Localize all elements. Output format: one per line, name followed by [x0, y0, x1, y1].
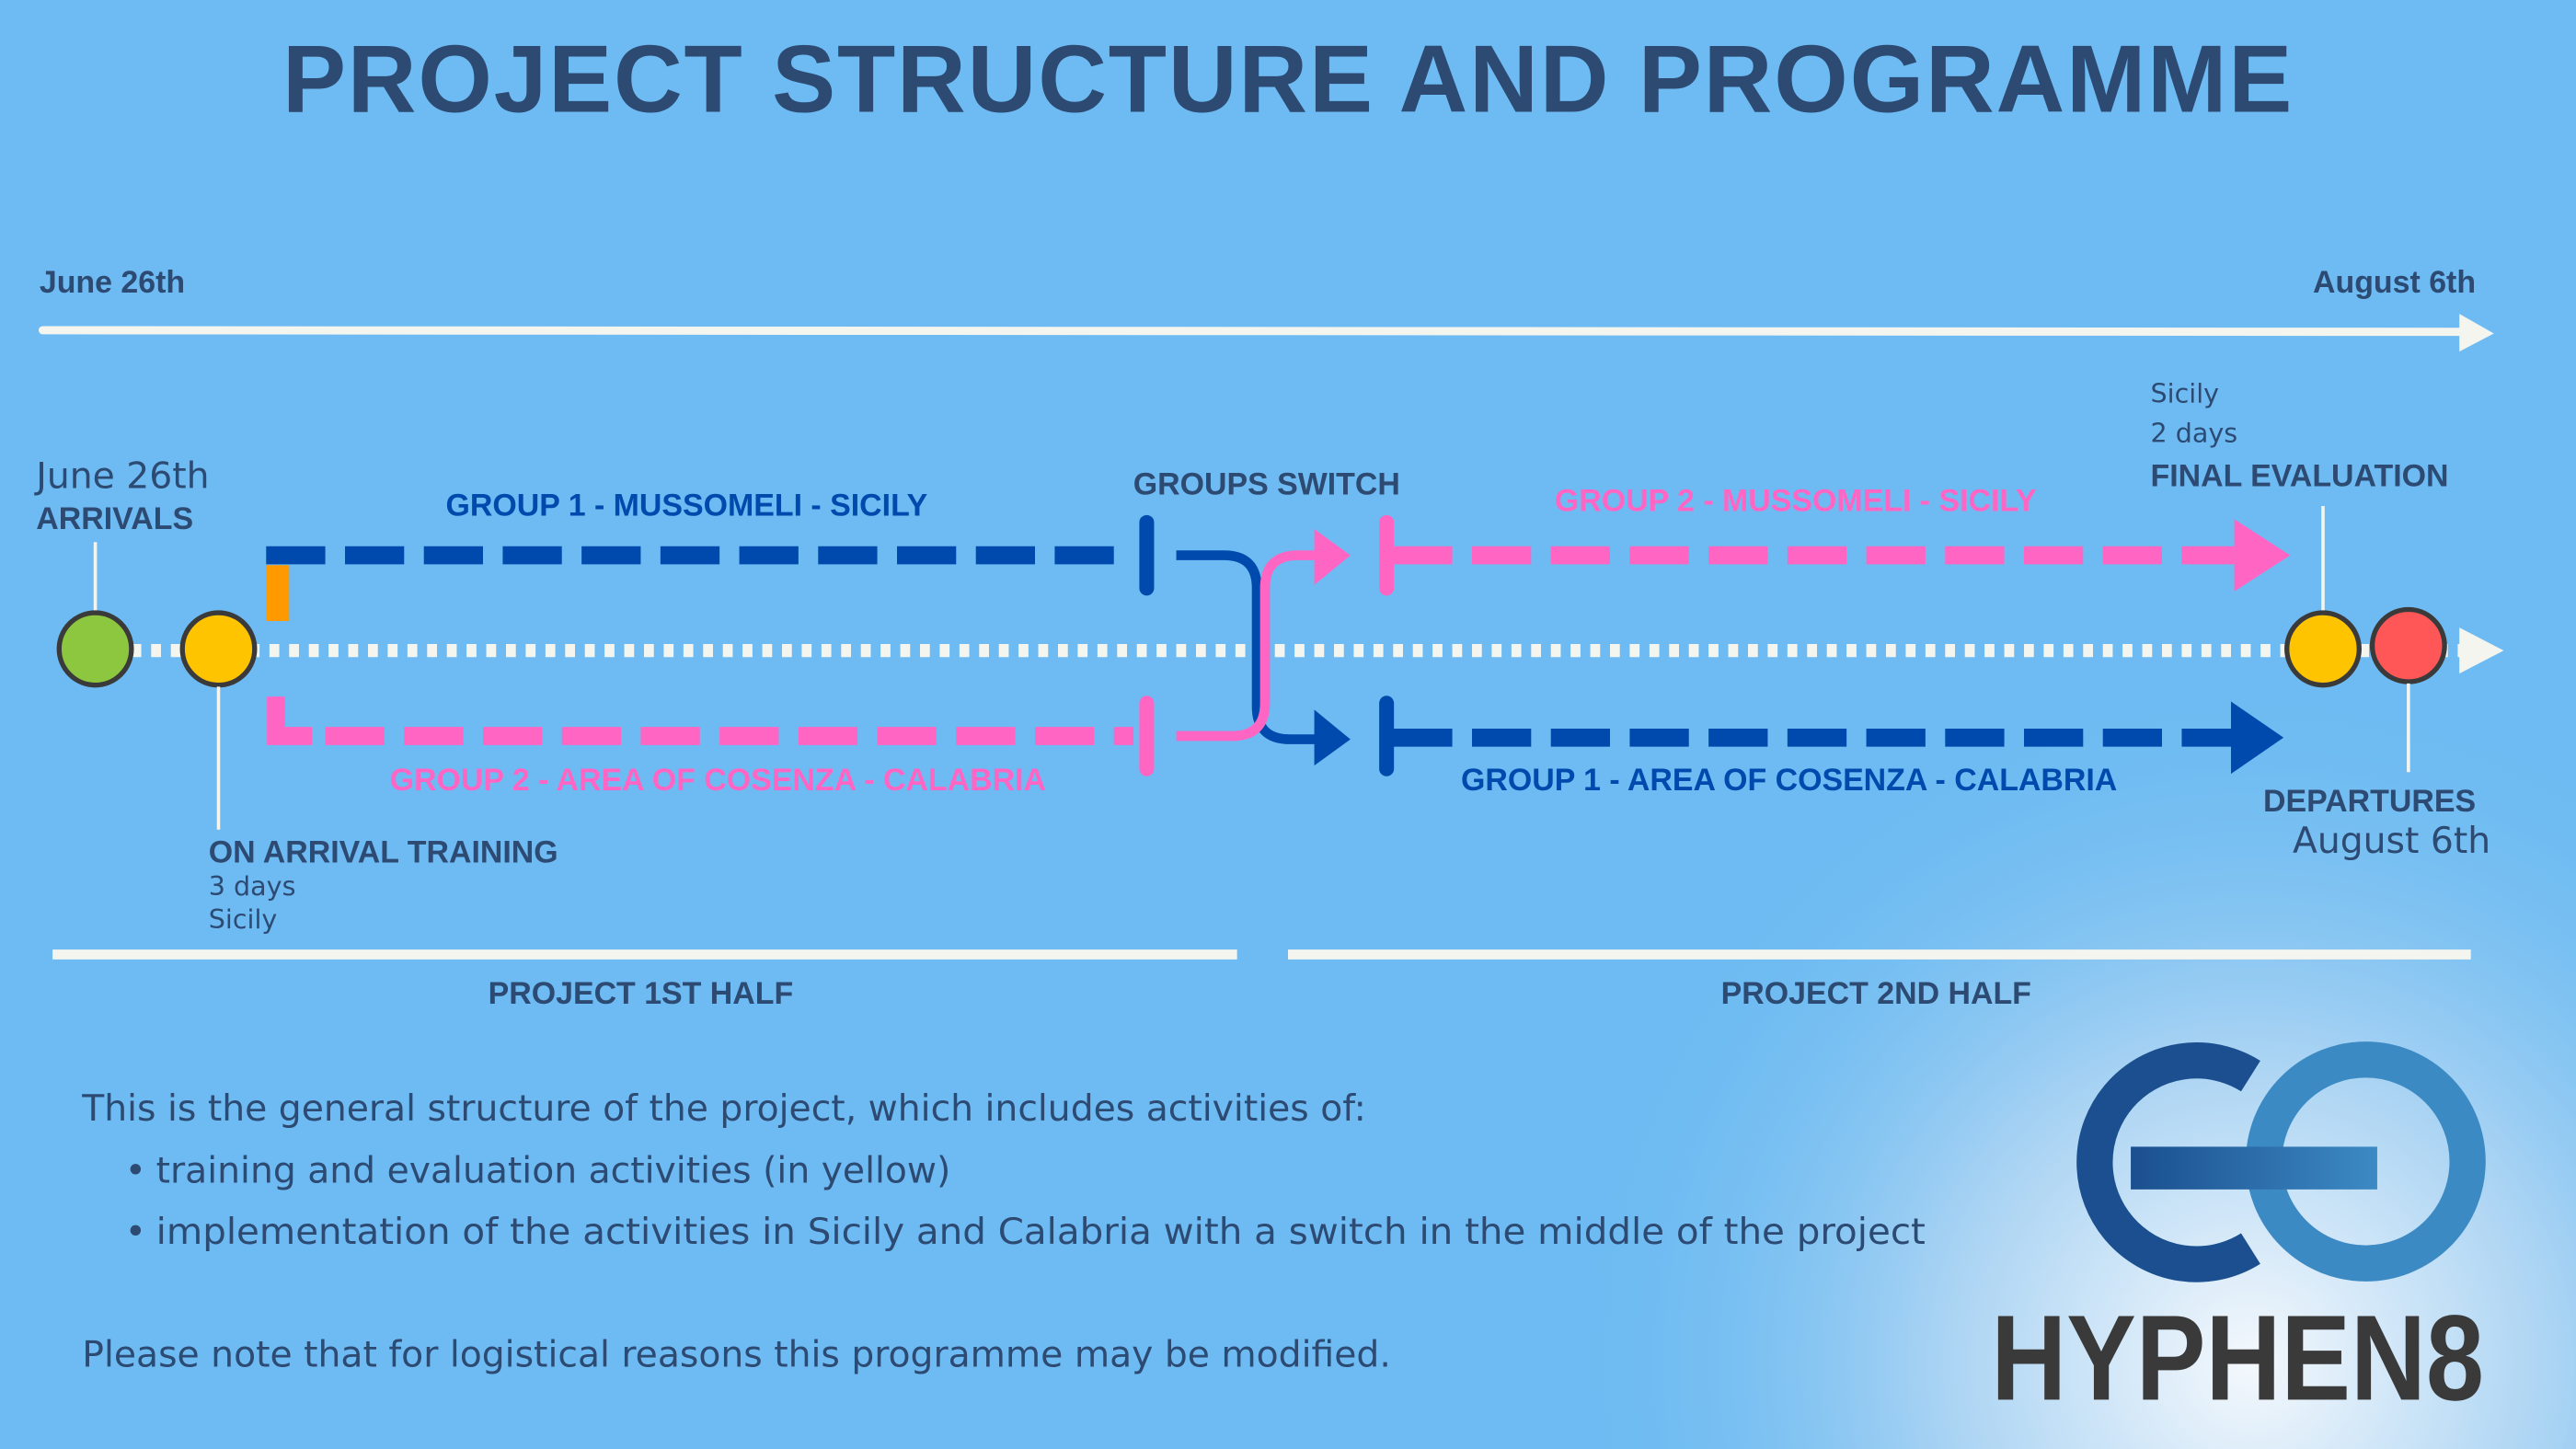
group2-second-half-label: GROUP 2 - MUSSOMELI - SICILY	[1555, 483, 2037, 518]
description-bullet: implementation of the activities in Sici…	[156, 1212, 1926, 1253]
logo-text: HYPHEN8	[1991, 1290, 2484, 1426]
bullet-dot: •	[125, 1212, 146, 1253]
group1-first-half-label: GROUP 1 - MUSSOMELI - SICILY	[446, 489, 928, 523]
arrivals-label: ARRIVALS	[36, 501, 193, 536]
departures-label: DEPARTURES	[2263, 784, 2476, 819]
groups-switch-label: GROUPS SWITCH	[1133, 467, 1400, 502]
group2-first-half-track	[267, 529, 1351, 776]
group1-second-half-track	[1379, 696, 2284, 776]
timeline-start: June 26th	[40, 265, 185, 300]
departures-marker	[2369, 606, 2447, 684]
evaluation-duration: 2 days	[2151, 417, 2238, 448]
bullet-dot: •	[125, 1151, 146, 1192]
description-intro: This is the general structure of the pro…	[81, 1088, 1366, 1130]
description-bullet: training and evaluation activities (in y…	[156, 1151, 951, 1192]
group2-second-half-track	[1379, 514, 2291, 596]
page-title: PROJECT STRUCTURE AND PROGRAMME	[282, 25, 2294, 132]
arrivals-date: June 26th	[33, 455, 209, 497]
timeline-end: August 6th	[2313, 265, 2476, 300]
evaluation-label: FINAL EVALUATION	[2151, 459, 2449, 494]
group1-second-half-label: GROUP 1 - AREA OF COSENZA - CALABRIA	[1461, 763, 2117, 798]
main-dotted-line	[131, 627, 2504, 674]
description-note: Please note that for logistical reasons …	[82, 1335, 1391, 1376]
training-marker	[179, 610, 258, 688]
second-half-label: PROJECT 2ND HALF	[1721, 976, 2031, 1011]
training-label: ON ARRIVAL TRAINING	[209, 835, 558, 870]
timeline-arrow	[38, 314, 2494, 352]
departures-date: August 6th	[2293, 821, 2490, 862]
evaluation-place: Sicily	[2151, 378, 2220, 409]
training-place: Sicily	[209, 903, 278, 935]
hyphen8-logo: HYPHEN8	[1991, 1041, 2486, 1426]
first-half-label: PROJECT 1ST HALF	[489, 976, 794, 1011]
group1-first-half-track	[266, 514, 1351, 766]
arrivals-marker	[56, 610, 134, 688]
training-duration: 3 days	[209, 870, 296, 902]
evaluation-marker	[2284, 610, 2362, 688]
group2-first-half-label: GROUP 2 - AREA OF COSENZA - CALABRIA	[390, 763, 1046, 798]
